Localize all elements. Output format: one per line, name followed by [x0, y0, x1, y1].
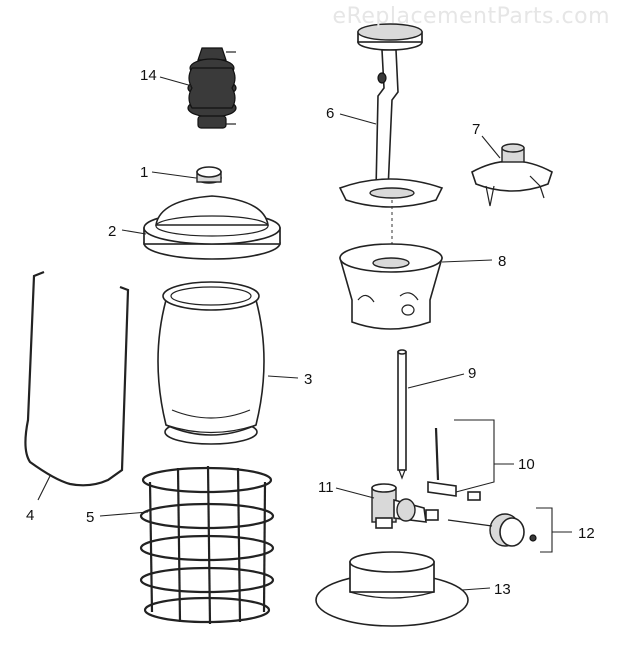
label-part-1: 1: [140, 164, 148, 181]
leader-lines: [37, 76, 572, 591]
part-2-ventilator: [143, 195, 281, 260]
part-7-burner: [471, 143, 553, 207]
label-part-3: 3: [304, 371, 312, 388]
label-part-10: 10: [518, 456, 535, 473]
part-14-boot: [187, 47, 237, 129]
part-9-generator: [397, 349, 407, 480]
part-5-guard: [139, 465, 275, 625]
label-part-7: 7: [472, 121, 480, 138]
part-10-needle-kit: [427, 427, 481, 501]
part-8-collar: [339, 243, 443, 330]
label-part-2: 2: [108, 223, 116, 240]
part-3-globe: [157, 281, 265, 445]
label-part-4: 4: [26, 507, 34, 524]
label-part-5: 5: [86, 509, 94, 526]
part-13-fount: [315, 551, 469, 627]
part-4-bail: [24, 270, 130, 487]
part-11-valve: [371, 483, 439, 529]
label-part-11: 11: [318, 479, 334, 496]
label-part-6: 6: [326, 105, 334, 122]
part-12-knob: [447, 513, 537, 547]
part-1-nut: [196, 166, 222, 184]
part-6-frame: [338, 23, 444, 208]
label-part-14: 14: [140, 67, 157, 84]
watermark: eReplacementParts.com: [332, 4, 610, 29]
label-part-12: 12: [578, 525, 595, 542]
label-part-13: 13: [494, 581, 511, 598]
label-part-9: 9: [468, 365, 476, 382]
label-part-8: 8: [498, 253, 506, 270]
